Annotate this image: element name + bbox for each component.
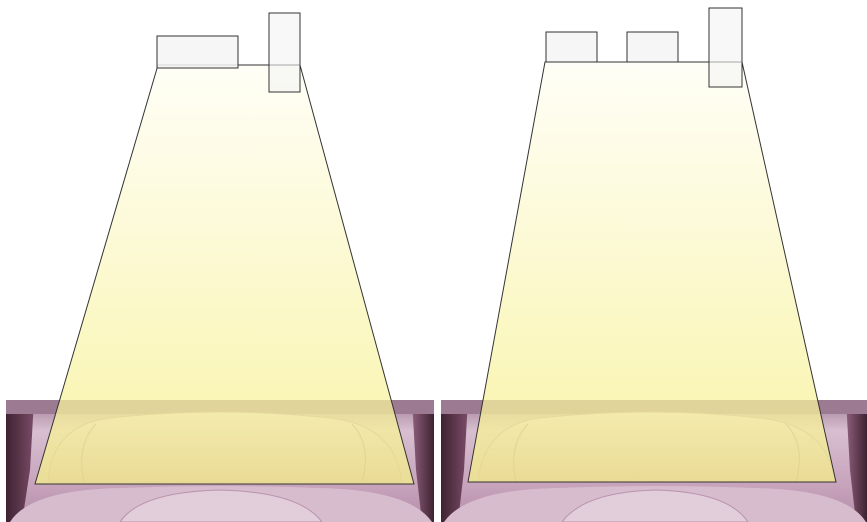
right-sensor-2 [627,32,678,62]
right-panel [441,8,867,522]
right-sensor-3 [709,8,742,87]
left-sensor-1 [157,36,238,68]
left-panel [6,13,434,522]
right-light-beam [468,62,836,482]
left-light-beam [35,65,414,484]
right-sensor-1 [546,32,597,62]
left-sensor-2 [269,13,300,92]
